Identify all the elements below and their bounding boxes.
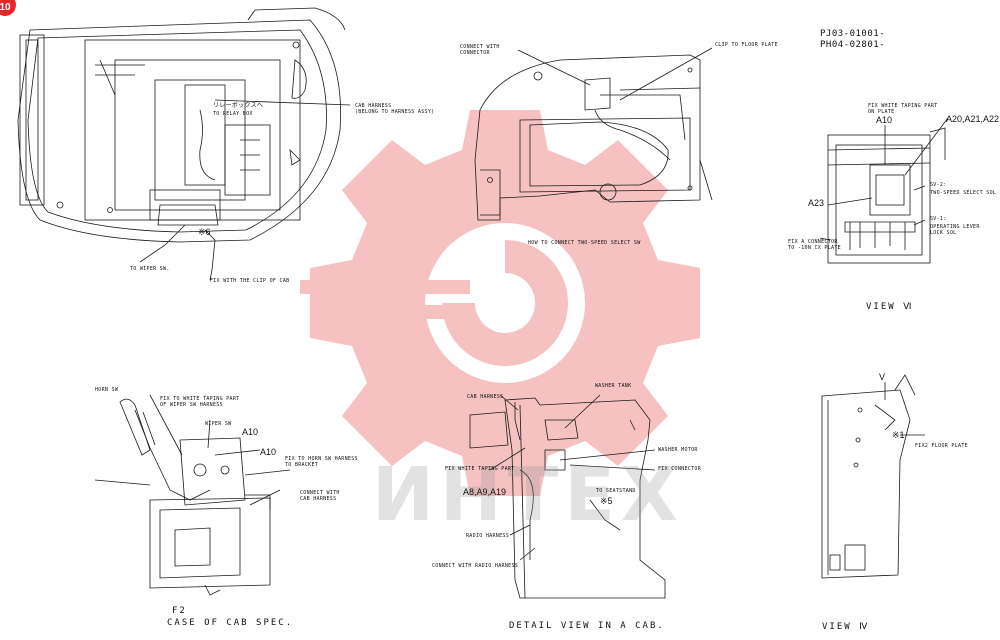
to-wiper-label: TO WIPER SW. bbox=[130, 266, 170, 272]
view4-caption: VIEW Ⅳ bbox=[822, 622, 870, 632]
fix-horn-2: TO BRACKET bbox=[285, 462, 319, 468]
mark-6: ※6 bbox=[198, 227, 211, 237]
cab-plan-view bbox=[17, 7, 351, 281]
fix-white-taping-label: FIX WHITE TAPING PART bbox=[445, 466, 515, 472]
cab-harness-label: CAB HARNESS bbox=[355, 103, 392, 109]
how-to-connect-label: HOW TO CONNECT TWO-SPEED SELECT SW bbox=[528, 240, 641, 246]
fix-connector-label: FIX CONNECTOR bbox=[658, 466, 702, 472]
watermark-text: ИНТЕХ bbox=[372, 452, 684, 538]
connect-radio-label: CONNECT WITH RADIO HARNESS bbox=[432, 563, 519, 569]
view6-fix-white-1: FIX WHITE TAPING PART bbox=[868, 103, 938, 109]
cab-harness-label-2: CAB HARNESS bbox=[467, 394, 504, 400]
radio-harness-label: RADIO HARNESS bbox=[466, 533, 510, 539]
mark-5: ※5 bbox=[600, 496, 613, 506]
view4-fix-floor: FIX2 FLOOR PLATE bbox=[915, 443, 968, 449]
cab-spec-caption: CASE OF CAB SPEC. bbox=[167, 618, 294, 628]
view6-sv1-desc-1: OPERATING LEVER bbox=[930, 224, 980, 230]
connector-label: CONNECTOR bbox=[460, 50, 490, 56]
cab-harness-note: (BELONG TO HARNESS ASSY) bbox=[355, 109, 435, 115]
part-number-2: PH04-02801- bbox=[820, 40, 886, 50]
view4-mark: ※1 bbox=[892, 430, 905, 440]
watermark-gear bbox=[300, 110, 700, 496]
connect-with-label: CONNECT WITH bbox=[460, 44, 500, 50]
washer-motor-label: WASHER MOTOR bbox=[658, 447, 698, 453]
cab-detail-drawing bbox=[469, 394, 666, 599]
wiper-sw-label: WIPER SW bbox=[205, 421, 232, 427]
view6-sv2: SV-2: bbox=[930, 182, 947, 188]
fix-horn-1: FIX TO HORN SW HARNESS bbox=[285, 456, 358, 462]
fix-white-taping-1: FIX TO WHITE TAPING PART bbox=[160, 396, 240, 402]
a8-a9-a19: A8,A9,A19 bbox=[463, 487, 507, 497]
view6-sv1: SV-1: bbox=[930, 216, 947, 222]
page-badge: 10 bbox=[0, 0, 16, 16]
view4-v: V bbox=[879, 372, 886, 382]
view6-caption: VIEW Ⅵ bbox=[866, 302, 914, 312]
clip-floor-label: CLIP TO FLOOR PLATE bbox=[715, 42, 778, 48]
part-number-1: PJ03-01001- bbox=[820, 29, 886, 39]
view6-a23: A23 bbox=[808, 198, 825, 208]
view6-fix-connector-1: FIX A CONNECTOR bbox=[788, 239, 838, 245]
view6-a10: A10 bbox=[876, 115, 893, 125]
connect-cab-1: CONNECT WITH bbox=[300, 490, 340, 496]
f2-label: F2 bbox=[172, 606, 187, 616]
fix-white-taping-2: OF WIPER SW HARNESS bbox=[160, 402, 223, 408]
a10-ref-b: A10 bbox=[260, 447, 277, 457]
view6-fix-white-2: ON PLATE bbox=[868, 109, 895, 115]
floor-plate-view bbox=[474, 47, 713, 221]
a10-ref-a: A10 bbox=[242, 427, 259, 437]
view6-sv1-desc-2: LOCK SOL bbox=[930, 230, 957, 236]
view6-a20: A20,A21,A22 bbox=[946, 114, 1000, 124]
relay-box-jp-label: リレーボックスへ bbox=[213, 102, 264, 109]
view-vi-drawing bbox=[819, 117, 949, 264]
view6-fix-connector-2: TO -10N CX PLATE bbox=[788, 245, 841, 251]
detail-view-caption: DETAIL VIEW IN A CAB. bbox=[509, 621, 665, 631]
washer-tank-label: WASHER TANK bbox=[595, 383, 632, 389]
horn-sw-label: HORN SW bbox=[95, 387, 119, 393]
relay-box-label: TO RELAY BOX bbox=[213, 111, 253, 117]
to-seatstand-label: TO SEATSTAND bbox=[596, 488, 636, 494]
view6-sv2-desc: TWO-SPEED SELECT SOL bbox=[930, 190, 997, 196]
lever-assembly-drawing bbox=[94, 394, 291, 596]
connect-cab-2: CAB HARNESS bbox=[300, 496, 337, 502]
fix-clip-label: FIX WITH THE CLIP OF CAB bbox=[210, 278, 290, 284]
view-iv-drawing bbox=[821, 374, 925, 579]
